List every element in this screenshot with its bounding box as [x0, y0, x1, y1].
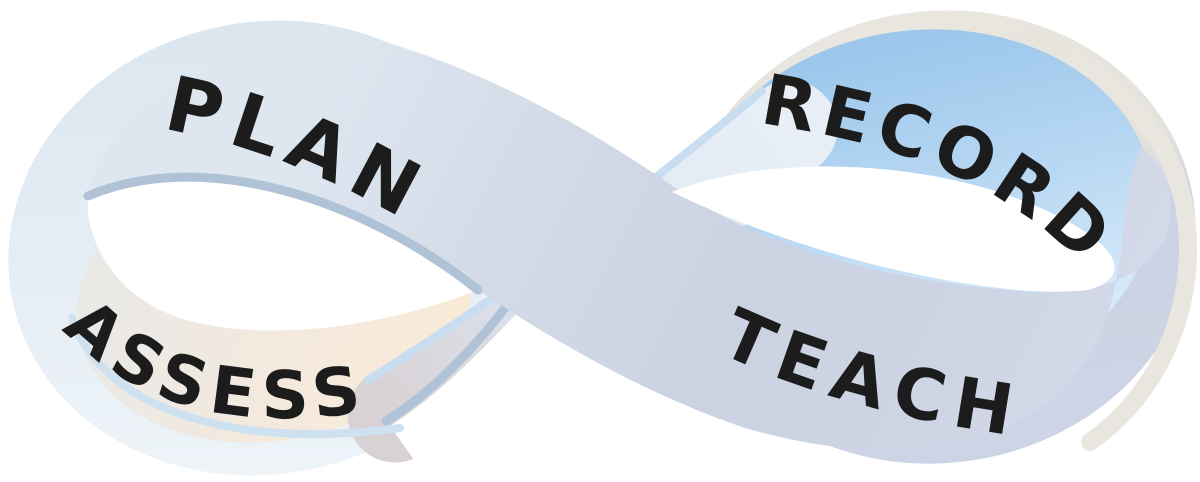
center-bottom-gap — [390, 310, 794, 482]
over-band — [88, 26, 1171, 450]
left-loop-bottom-edge — [68, 314, 404, 438]
left-loop-hole — [87, 177, 479, 331]
left-hole-top-edge — [83, 172, 483, 295]
under-band-bottom-edge — [381, 294, 517, 426]
right-loop-cream-rim — [1066, 51, 1198, 451]
right-loop-hole — [672, 166, 1115, 292]
